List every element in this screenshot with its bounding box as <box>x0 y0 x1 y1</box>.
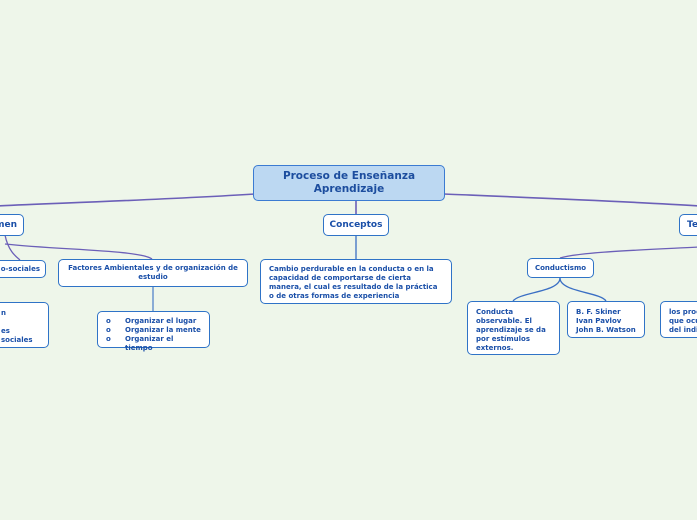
link-central-to-left <box>0 193 256 207</box>
link-left-to-factores <box>4 243 153 260</box>
topic-socio-sociales-partial[interactable]: o-sociales <box>0 260 46 278</box>
topic-conductismo[interactable]: Conductismo <box>527 258 594 278</box>
list-item: o Organizar la mente <box>106 326 201 334</box>
link-right-to-conductismo <box>559 246 697 259</box>
list-item: o Organizar el lugar <box>106 317 197 325</box>
topic-concepto-definicion[interactable]: Cambio perdurable en la conducta o en la… <box>260 259 452 304</box>
topic-left-partial[interactable]: men <box>0 214 24 236</box>
topic-right-details-partial[interactable]: los proc que ocu del indi <box>660 301 697 338</box>
central-topic[interactable]: Proceso de Enseñanza Aprendizaje <box>253 165 445 201</box>
topic-right-partial[interactable]: Te <box>679 214 697 236</box>
topic-conceptos[interactable]: Conceptos <box>323 214 389 236</box>
topic-left-details-partial[interactable]: n es sociales <box>0 302 49 348</box>
link-conductismo-to-conducta <box>512 277 561 302</box>
link-left-to-sociales <box>4 234 21 261</box>
link-central-to-right <box>443 193 697 207</box>
topic-autores-conductismo[interactable]: B. F. Skiner Ivan Pavlov John B. Watson <box>567 301 645 338</box>
topic-conducta-observable[interactable]: Conducta observable. El aprendizaje se d… <box>467 301 560 355</box>
list-item: o Organizar el tiempo <box>106 335 174 352</box>
link-conductismo-to-autores <box>559 277 607 302</box>
topic-organizar-list[interactable]: o Organizar el lugar o Organizar la ment… <box>97 311 210 352</box>
topic-factores-ambientales[interactable]: Factores Ambientales y de organización d… <box>58 259 248 287</box>
